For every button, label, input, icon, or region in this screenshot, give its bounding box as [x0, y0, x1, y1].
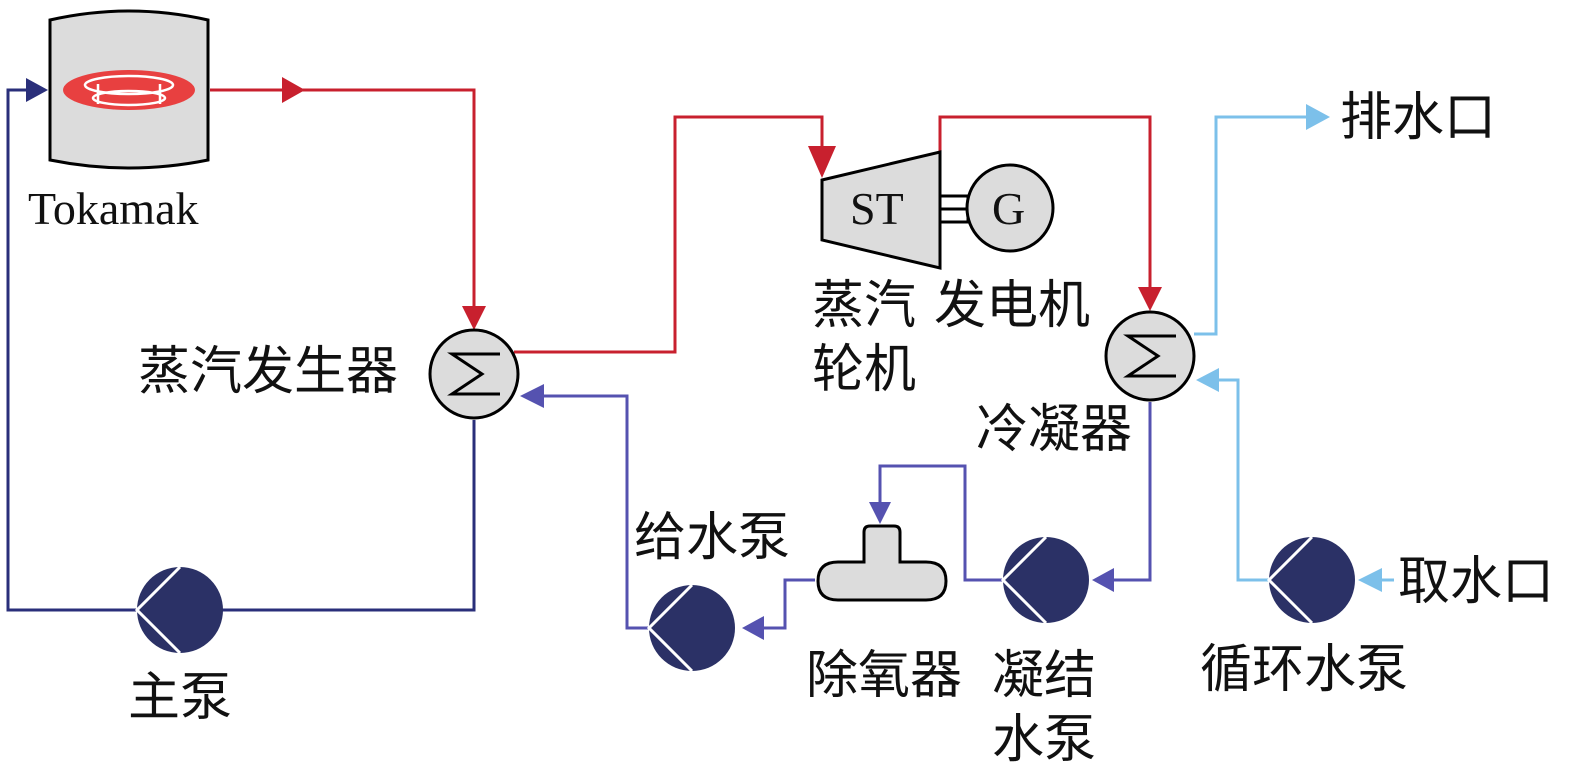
tokamak-label: Tokamak — [28, 183, 199, 234]
deaerator-icon — [816, 524, 948, 602]
condenser-icon — [1104, 310, 1196, 402]
condensate-pump-label-line2: 水泵 — [992, 710, 1097, 770]
generator-label: 发电机 — [934, 276, 1091, 336]
arrow-tokamak-out — [282, 77, 305, 103]
feed-pump-icon — [646, 583, 735, 673]
arrow-into-condenser — [1138, 287, 1162, 311]
circulating-pump-icon — [1266, 535, 1355, 625]
generator-icon — [965, 163, 1055, 253]
arrow-into-tokamak — [26, 78, 48, 102]
arrow-into-steam-generator-feed — [520, 384, 544, 408]
arrow-into-steam-generator — [462, 306, 486, 330]
primary-hot-leg — [210, 88, 476, 318]
turbine-label-line1: 蒸汽 — [812, 276, 917, 336]
steam-line — [514, 115, 1152, 354]
arrow-into-turbine — [808, 146, 836, 178]
main-pump-label: 主泵 — [128, 668, 233, 728]
circulating-pump-label: 循环水泵 — [1200, 640, 1409, 700]
condensate-pump-label-line1: 凝结 — [992, 646, 1097, 706]
feedwater-line — [540, 394, 1152, 630]
steam-generator-label: 蒸汽发生器 — [138, 342, 399, 402]
deaerator-label: 除氧器 — [806, 646, 963, 706]
inlet-label: 取水口 — [1398, 552, 1555, 612]
generator-inner-label: G — [992, 183, 1026, 234]
arrow-from-inlet — [1358, 568, 1382, 592]
steam-turbine-icon — [820, 150, 970, 270]
arrow-into-feed-pump — [742, 616, 764, 640]
condensate-pump-icon — [1000, 535, 1089, 625]
arrow-into-condensate-pump — [1092, 568, 1114, 592]
arrow-into-condenser-cooling — [1196, 368, 1219, 392]
condenser-label: 冷凝器 — [976, 400, 1133, 460]
main-pump-icon — [134, 565, 223, 655]
outlet-label: 排水口 — [1340, 88, 1497, 148]
turbine-label-line2: 轮机 — [812, 340, 917, 400]
steam-generator-icon — [428, 328, 520, 420]
cooling-water-line — [1194, 115, 1394, 582]
feed-pump-label: 给水泵 — [634, 508, 791, 568]
plasma-torus-icon — [63, 70, 195, 110]
arrow-to-outlet — [1306, 104, 1330, 130]
primary-cold-leg — [6, 88, 476, 612]
turbine-inner-label: ST — [850, 183, 904, 234]
tokamak-vessel — [48, 9, 210, 170]
arrow-into-deaerator — [869, 502, 891, 524]
